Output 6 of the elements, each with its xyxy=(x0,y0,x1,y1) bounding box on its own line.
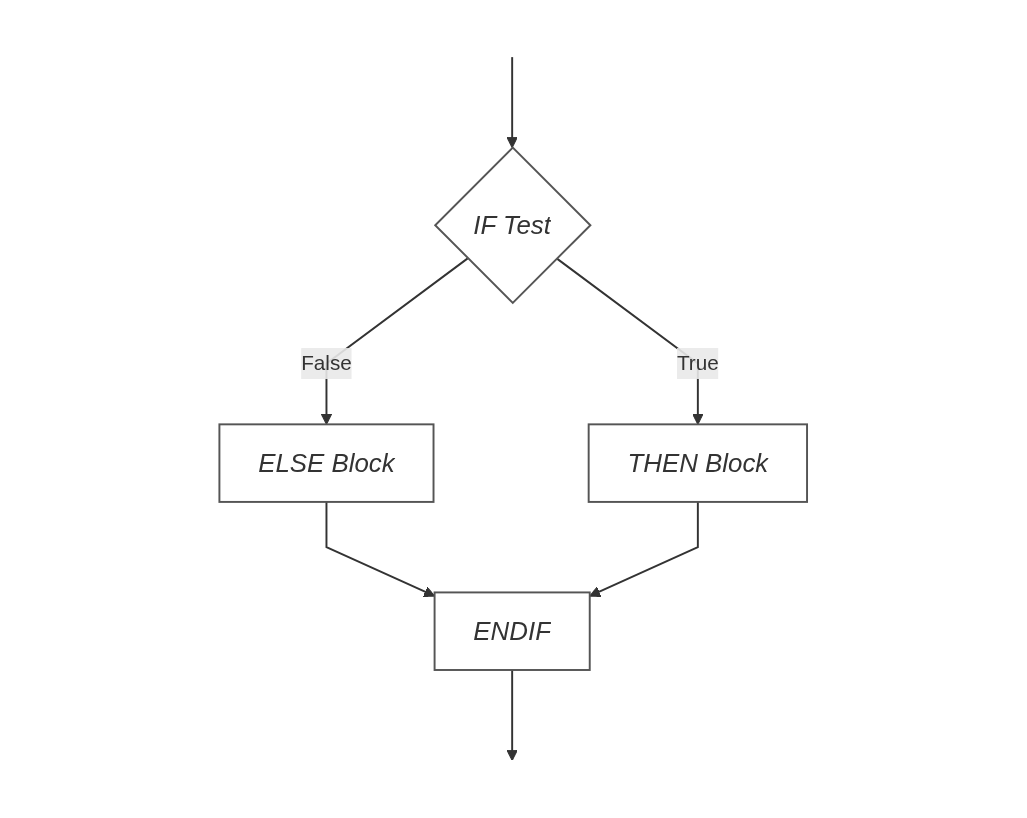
node-diamond: IF Test xyxy=(434,146,593,305)
edge-label: True xyxy=(677,352,720,375)
edge-label: False xyxy=(301,352,353,375)
arrow xyxy=(589,501,700,598)
arrow xyxy=(506,56,519,149)
arrow xyxy=(506,669,519,762)
